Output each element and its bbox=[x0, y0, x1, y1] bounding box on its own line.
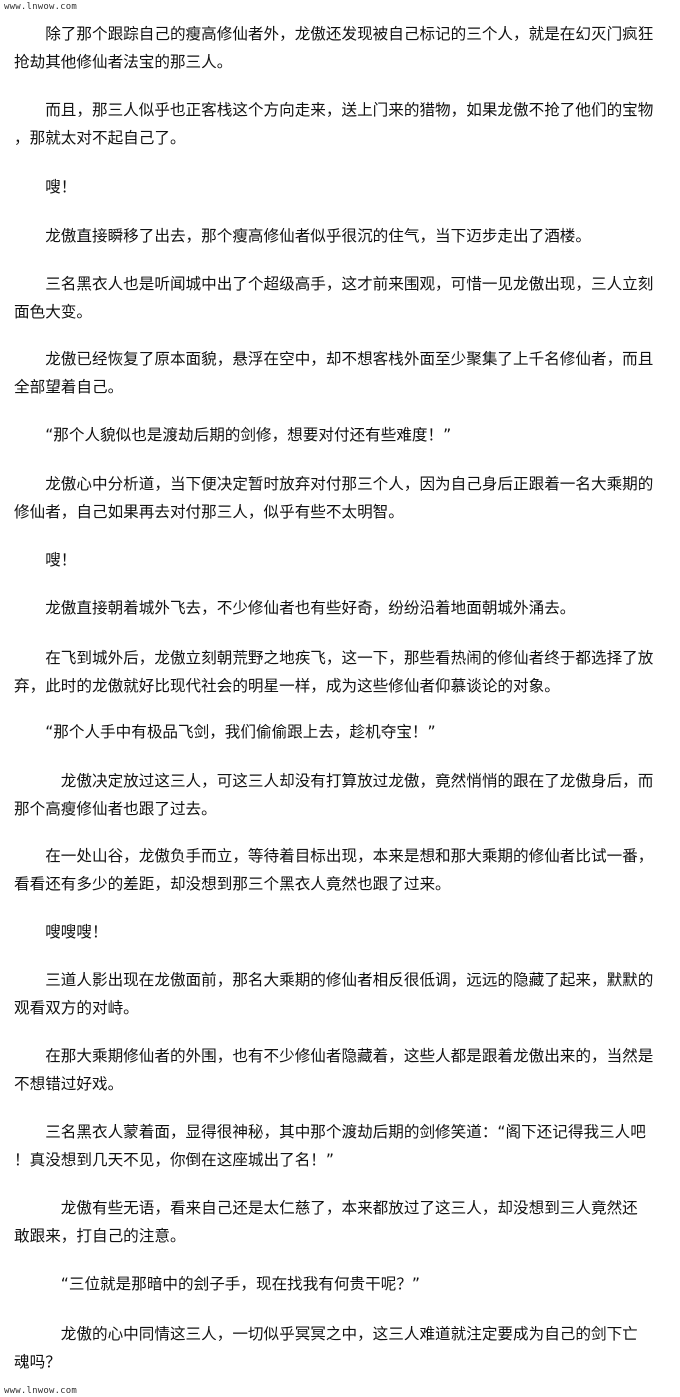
paragraph: 龙傲的心中同情这三人，一切似乎冥冥之中，这三人难道就注定要成为自己的剑下亡 魂吗… bbox=[14, 1320, 668, 1376]
text-line: “三位就是那暗中的刽子手，现在找我有何贵干呢？” bbox=[14, 1275, 421, 1293]
paragraph: 在一处山谷，龙傲负手而立，等待着目标出现，本来是想和那大乘期的修仙者比试一番， … bbox=[14, 842, 668, 898]
text-line: 全部望着自己。 bbox=[14, 378, 124, 396]
text-line: 而且，那三人似乎也正客栈这个方向走来，送上门来的猎物，如果龙傲不抢了他们的宝物 bbox=[14, 101, 654, 119]
text-line: 龙傲直接朝着城外飞去，不少修仙者也有些好奇，纷纷沿着地面朝城外涌去。 bbox=[14, 599, 576, 617]
paragraph: 三名黑衣人也是听闻城中出了个超级高手，这才前来围观，可惜一见龙傲出现，三人立刻 … bbox=[14, 270, 668, 326]
text-line: 三名黑衣人蒙着面，显得很神秘，其中那个渡劫后期的剑修笑道：“阁下还记得我三人吧 bbox=[14, 1123, 646, 1141]
text-line: “那个人手中有极品飞剑，我们偷偷跟上去，趁机夺宝！” bbox=[14, 723, 436, 741]
text-line: 弃，此时的龙傲就好比现代社会的明星一样，成为这些修仙者仰慕谈论的对象。 bbox=[14, 677, 560, 695]
watermark-bottom: www.lnwow.com bbox=[4, 1386, 78, 1396]
paragraph: 龙傲有些无语，看来自己还是太仁慈了，本来都放过了这三人，却没想到三人竟然还 敢跟… bbox=[14, 1194, 668, 1250]
text-line: 龙傲直接瞬移了出去，那个瘦高修仙者似乎很沉的住气，当下迈步走出了酒楼。 bbox=[14, 227, 591, 245]
paragraph: 嗖！ bbox=[14, 173, 668, 201]
text-line: 嗖嗖嗖！ bbox=[14, 923, 108, 941]
paragraph: 三道人影出现在龙傲面前，那名大乘期的修仙者相反很低调，远远的隐藏了起来，默默的 … bbox=[14, 966, 668, 1022]
paragraph: 三名黑衣人蒙着面，显得很神秘，其中那个渡劫后期的剑修笑道：“阁下还记得我三人吧 … bbox=[14, 1118, 668, 1174]
paragraph: 龙傲决定放过这三人，可这三人却没有打算放过龙傲，竟然悄悄的跟在了龙傲身后，而 那… bbox=[14, 767, 668, 823]
text-line: 面色大变。 bbox=[14, 303, 92, 321]
paragraph: 龙傲心中分析道，当下便决定暂时放弃对付那三个人，因为自己身后正跟着一名大乘期的 … bbox=[14, 470, 668, 526]
text-line: 龙傲决定放过这三人，可这三人却没有打算放过龙傲，竟然悄悄的跟在了龙傲身后，而 bbox=[14, 772, 654, 790]
text-line: 在一处山谷，龙傲负手而立，等待着目标出现，本来是想和那大乘期的修仙者比试一番， bbox=[14, 847, 654, 865]
watermark-top: www.lnwow.com bbox=[4, 2, 78, 12]
paragraph: “那个人手中有极品飞剑，我们偷偷跟上去，趁机夺宝！” bbox=[14, 718, 668, 746]
text-line: 嗖！ bbox=[14, 178, 77, 196]
text-line: ，那就太对不起自己了。 bbox=[14, 129, 186, 147]
text-line: 魂吗？ bbox=[14, 1353, 61, 1371]
text-line: 三道人影出现在龙傲面前，那名大乘期的修仙者相反很低调，远远的隐藏了起来，默默的 bbox=[14, 971, 654, 989]
paragraph: 龙傲已经恢复了原本面貌，悬浮在空中，却不想客栈外面至少聚集了上千名修仙者，而且 … bbox=[14, 345, 668, 401]
text-line: 除了那个跟踪自己的瘦高修仙者外，龙傲还发现被自己标记的三个人，就是在幻灭门疯狂 bbox=[14, 25, 654, 43]
text-line: 龙傲已经恢复了原本面貌，悬浮在空中，却不想客栈外面至少聚集了上千名修仙者，而且 bbox=[14, 350, 654, 368]
text-line: 看看还有多少的差距，却没想到那三个黑衣人竟然也跟了过来。 bbox=[14, 875, 451, 893]
text-line: 那个高瘦修仙者也跟了过去。 bbox=[14, 800, 217, 818]
text-line: 在那大乘期修仙者的外围，也有不少修仙者隐藏着，这些人都是跟着龙傲出来的，当然是 bbox=[14, 1047, 654, 1065]
text-line: ！真没想到几天不见，你倒在这座城出了名！” bbox=[14, 1151, 334, 1169]
text-line: 在飞到城外后，龙傲立刻朝荒野之地疾飞，这一下，那些看热闹的修仙者终于都选择了放 bbox=[14, 649, 654, 667]
text-line: 三名黑衣人也是听闻城中出了个超级高手，这才前来围观，可惜一见龙傲出现，三人立刻 bbox=[14, 275, 654, 293]
paragraph: 嗖！ bbox=[14, 546, 668, 574]
paragraph: 嗖嗖嗖！ bbox=[14, 918, 668, 946]
text-line: 观看双方的对峙。 bbox=[14, 999, 139, 1017]
text-line: “那个人貌似也是渡劫后期的剑修，想要对付还有些难度！” bbox=[14, 426, 452, 444]
text-line: 抢劫其他修仙者法宝的那三人。 bbox=[14, 53, 233, 71]
paragraph: 在那大乘期修仙者的外围，也有不少修仙者隐藏着，这些人都是跟着龙傲出来的，当然是 … bbox=[14, 1042, 668, 1098]
text-line: 龙傲心中分析道，当下便决定暂时放弃对付那三个人，因为自己身后正跟着一名大乘期的 bbox=[14, 475, 654, 493]
paragraph: 在飞到城外后，龙傲立刻朝荒野之地疾飞，这一下，那些看热闹的修仙者终于都选择了放 … bbox=[14, 644, 668, 700]
text-line: 敢跟来，打自己的注意。 bbox=[14, 1227, 186, 1245]
text-line: 龙傲的心中同情这三人，一切似乎冥冥之中，这三人难道就注定要成为自己的剑下亡 bbox=[14, 1325, 638, 1343]
paragraph: “那个人貌似也是渡劫后期的剑修，想要对付还有些难度！” bbox=[14, 421, 668, 449]
paragraph: “三位就是那暗中的刽子手，现在找我有何贵干呢？” bbox=[14, 1270, 668, 1298]
paragraph: 龙傲直接朝着城外飞去，不少修仙者也有些好奇，纷纷沿着地面朝城外涌去。 bbox=[14, 594, 668, 622]
paragraph: 而且，那三人似乎也正客栈这个方向走来，送上门来的猎物，如果龙傲不抢了他们的宝物 … bbox=[14, 96, 668, 152]
text-line: 嗖！ bbox=[14, 551, 77, 569]
text-line: 不想错过好戏。 bbox=[14, 1075, 124, 1093]
text-line: 修仙者，自己如果再去对付那三人，似乎有些不太明智。 bbox=[14, 503, 404, 521]
paragraph: 除了那个跟踪自己的瘦高修仙者外，龙傲还发现被自己标记的三个人，就是在幻灭门疯狂 … bbox=[14, 20, 668, 76]
text-line: 龙傲有些无语，看来自己还是太仁慈了，本来都放过了这三人，却没想到三人竟然还 bbox=[14, 1199, 638, 1217]
paragraph: 龙傲直接瞬移了出去，那个瘦高修仙者似乎很沉的住气，当下迈步走出了酒楼。 bbox=[14, 222, 668, 250]
